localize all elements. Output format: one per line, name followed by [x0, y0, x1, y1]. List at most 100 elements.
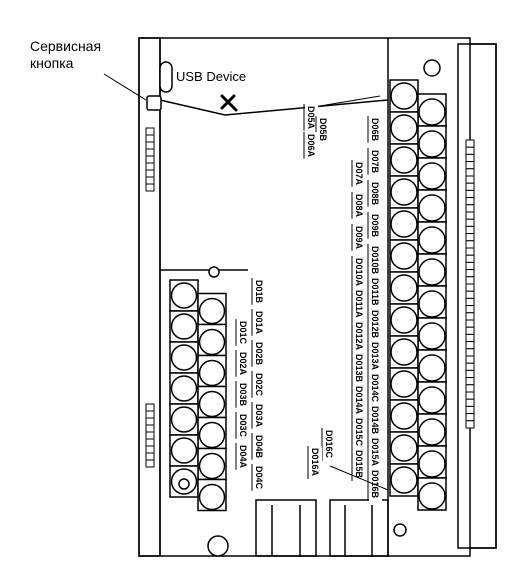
terminal-screw[interactable]	[390, 274, 418, 302]
signal-label-text: D04B	[254, 435, 264, 459]
terminal-screw[interactable]	[390, 82, 418, 110]
signal-label-text: D05B	[318, 118, 328, 142]
terminal-screw[interactable]	[390, 338, 418, 366]
signal-label: D03C	[235, 412, 250, 441]
led-segment	[465, 161, 475, 170]
terminal-screw[interactable]	[170, 313, 198, 340]
signal-label: D010B	[367, 244, 382, 279]
signal-label: D014A	[351, 384, 366, 419]
signal-label-text: D014B	[370, 406, 380, 435]
led-segment	[145, 438, 155, 447]
terminal-screw[interactable]	[418, 194, 446, 222]
callout-line-1: Сервисная	[30, 38, 102, 54]
terminal-screw[interactable]	[390, 242, 418, 270]
terminal-screw[interactable]	[390, 146, 418, 174]
signal-label: D02A	[235, 350, 250, 379]
signal-label: D011A	[351, 288, 366, 323]
signal-label-text: D03B	[238, 383, 248, 407]
left-block-screw-top	[208, 266, 220, 278]
led-segment	[465, 312, 475, 321]
terminal-screw[interactable]	[198, 328, 226, 356]
led-segment	[465, 341, 475, 350]
terminal-screw[interactable]	[390, 402, 418, 430]
terminal-screw[interactable]	[390, 178, 418, 206]
left-terminal-block	[169, 279, 227, 512]
terminal-screw[interactable]	[418, 354, 446, 382]
led-segment	[465, 413, 475, 422]
signal-label: D013A	[367, 340, 382, 375]
terminal-screw[interactable]	[390, 114, 418, 142]
signal-label: D08B	[367, 180, 382, 209]
signal-label-text: D07B	[370, 150, 380, 174]
terminal-screw[interactable]	[390, 306, 418, 334]
terminal-screw[interactable]	[390, 370, 418, 398]
terminal-screw[interactable]	[198, 421, 226, 449]
led-segment	[145, 424, 155, 433]
signal-label: D02B	[251, 340, 266, 369]
led-segment	[465, 369, 475, 379]
terminal-screw[interactable]	[390, 210, 418, 238]
led-segment	[465, 269, 475, 278]
signal-label: D015C	[351, 416, 366, 451]
terminal-screw[interactable]	[418, 482, 446, 510]
terminal-screw[interactable]	[418, 258, 446, 286]
signal-label: D05A	[303, 104, 318, 133]
signal-label: D01C	[235, 319, 250, 348]
signal-label-text: D04A	[238, 445, 248, 469]
terminal-screw[interactable]	[198, 297, 226, 325]
terminal-screw[interactable]	[418, 226, 446, 254]
signal-label-text: D01C	[238, 321, 248, 345]
usb-port[interactable]	[159, 61, 173, 93]
led-segment	[465, 168, 475, 177]
terminal-screw[interactable]	[170, 344, 198, 371]
terminal-screw[interactable]	[418, 162, 446, 190]
terminal-screw[interactable]	[390, 466, 418, 494]
right-bottom-screw	[393, 523, 407, 537]
signal-label: D07B	[367, 148, 382, 177]
led-segment	[465, 362, 475, 371]
signal-label-text: D04C	[254, 466, 264, 490]
terminal-screw[interactable]	[198, 390, 226, 418]
led-segment	[465, 261, 475, 271]
terminal-screw[interactable]	[418, 450, 446, 478]
signal-label-text: D015C	[354, 418, 364, 447]
led-segment	[465, 240, 475, 249]
signal-label-text: D05A	[306, 106, 316, 130]
signal-label: D014C	[367, 372, 382, 407]
terminal-screw[interactable]	[170, 406, 198, 433]
signal-label-text: D01B	[254, 280, 264, 304]
terminal-screw[interactable]	[418, 418, 446, 446]
led-segment	[145, 141, 155, 150]
signal-labels: D05AD05BD06AD06BD07AD07BD08AD08BD09AD09B…	[235, 95, 389, 503]
terminal-screw[interactable]	[170, 375, 198, 402]
terminal-screw[interactable]	[198, 483, 226, 511]
led-strip-right	[465, 139, 475, 429]
led-segment	[465, 182, 475, 191]
led-segment	[145, 183, 155, 192]
led-segment	[145, 403, 155, 412]
led-segment	[465, 398, 475, 407]
led-segment	[145, 127, 155, 136]
terminal-screw[interactable]	[418, 322, 446, 350]
terminal-screw[interactable]	[390, 434, 418, 462]
led-segment	[465, 319, 475, 328]
terminal-screw[interactable]	[418, 98, 446, 126]
terminal-screw[interactable]	[418, 386, 446, 414]
terminal-screw[interactable]	[170, 437, 198, 464]
service-button[interactable]	[146, 95, 162, 111]
terminal-screw[interactable]	[198, 452, 226, 480]
terminal-screw[interactable]	[418, 290, 446, 318]
signal-label: D07A	[351, 160, 366, 189]
signal-label-text: D02C	[254, 373, 264, 397]
usb-device-label: USB Device	[176, 69, 246, 84]
terminal-screw[interactable]	[198, 359, 226, 387]
signal-label: D04B	[251, 433, 266, 462]
led-segment	[465, 377, 475, 386]
signal-label-text: D011A	[354, 290, 364, 318]
signal-label: D04C	[251, 464, 266, 493]
led-segment	[145, 459, 155, 468]
terminal-screw[interactable]	[170, 282, 198, 309]
led-strip-bottom	[145, 403, 155, 468]
terminal-screw[interactable]	[418, 130, 446, 158]
